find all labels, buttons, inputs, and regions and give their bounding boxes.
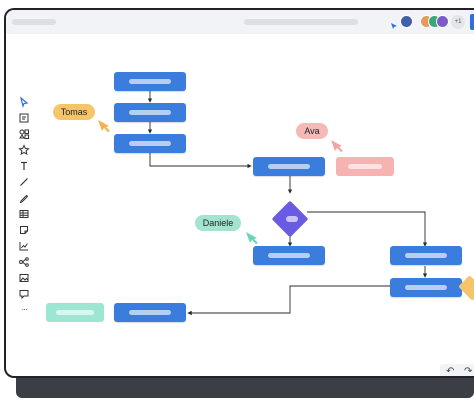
left-toolbar: ··· [15,92,33,328]
flow-connectors [98,91,428,316]
collaborator-label-ava: Ava [296,123,328,139]
undo-icon[interactable]: ↶ [446,366,455,377]
cursor-icon [390,17,398,29]
history-controls: ↶ ↷ [440,364,474,377]
chart-icon[interactable] [18,240,30,252]
redo-icon[interactable]: ↷ [464,366,473,377]
more-icon[interactable]: ··· [21,305,28,314]
note-icon[interactable] [18,224,30,236]
avatar[interactable] [400,15,413,28]
flow-step-box[interactable] [114,72,186,91]
flow-step-box[interactable] [390,246,462,265]
share-button[interactable] [470,14,474,30]
avatar[interactable] [436,15,449,28]
comment-icon[interactable] [18,288,30,300]
sticky-note-teal[interactable] [46,303,104,322]
collaborator-label-tomas: Tomas [53,104,95,120]
tomas-pointer-icon [98,120,110,132]
flow-step-box[interactable] [253,246,325,265]
sticky-note-pink[interactable] [336,157,394,176]
flow-step-box[interactable] [253,157,325,176]
board-breadcrumb-placeholder [244,19,358,25]
flow-step-box[interactable] [114,103,186,122]
mind-map-icon[interactable] [18,256,30,268]
collaborator-label-daniele: Daniele [195,215,241,231]
top-bar: +1 [6,10,474,34]
flow-step-box[interactable] [114,134,186,153]
text-icon[interactable] [18,160,30,172]
ava-pointer-icon [331,140,343,152]
select-icon[interactable] [18,96,30,108]
decision-diamond-label [286,216,298,222]
daniele-pointer-icon [246,232,258,244]
shapes-icon[interactable] [18,128,30,140]
star-icon[interactable] [18,144,30,156]
flow-step-box[interactable] [114,303,186,322]
whiteboard-window: +1 [4,8,474,378]
table-icon[interactable] [18,208,30,220]
collaborator-overflow-badge[interactable]: +1 [451,15,465,29]
flow-step-box[interactable] [390,278,462,297]
pen-icon[interactable] [18,192,30,204]
sticky-note-icon[interactable] [18,112,30,124]
line-icon[interactable] [18,176,30,188]
image-icon[interactable] [18,272,30,284]
board-title-placeholder [12,19,56,25]
